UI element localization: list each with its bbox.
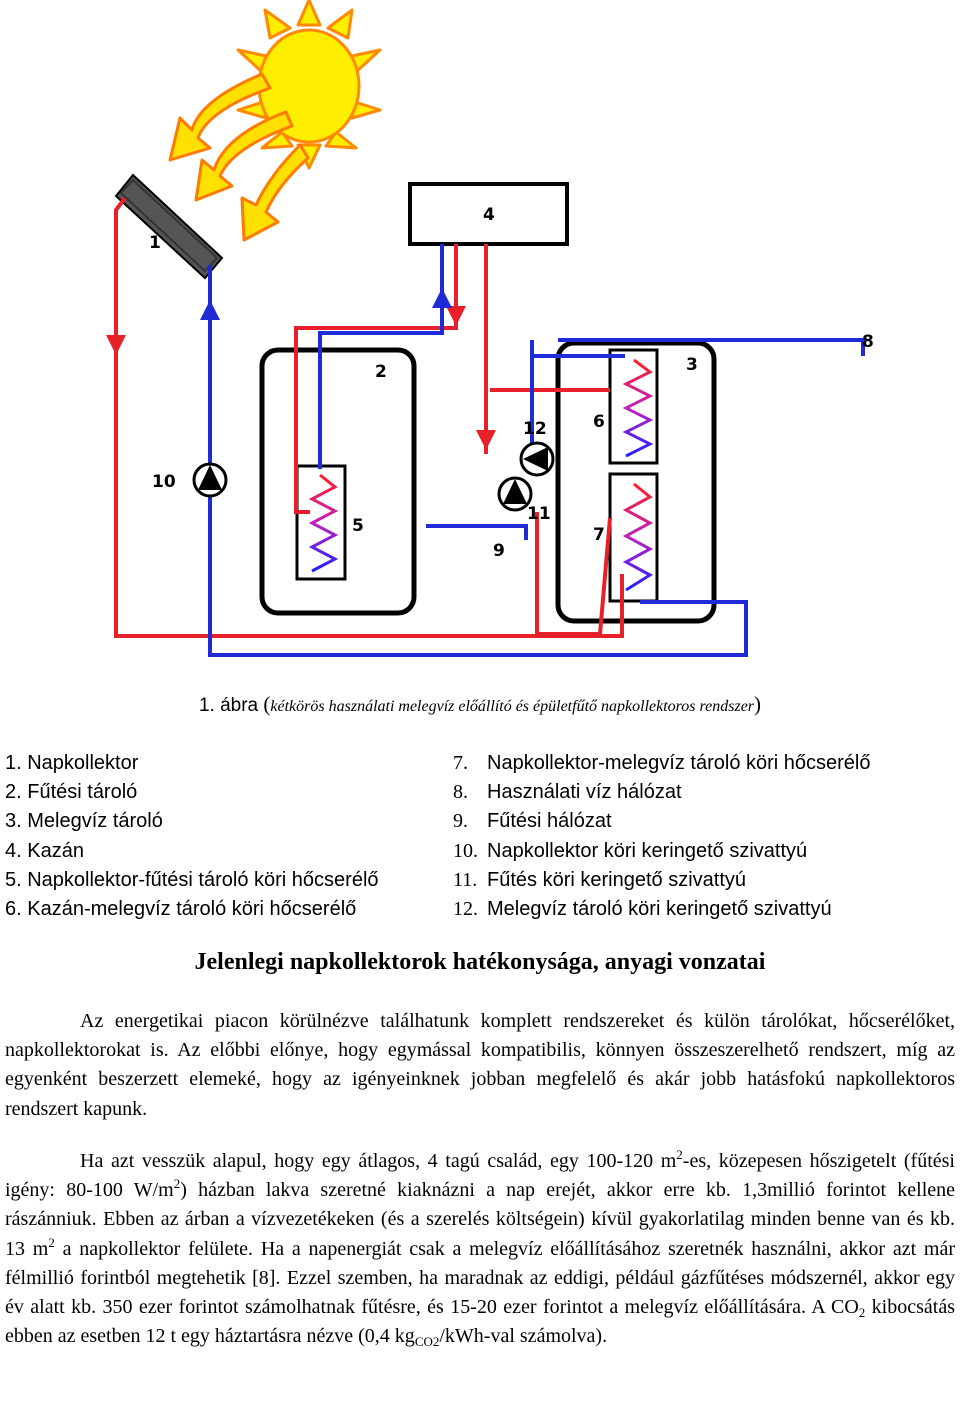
label-5: 5: [352, 516, 364, 536]
diagram-labels: 1 2 3 4 5 6 7 8 9 10 11 12: [149, 205, 874, 561]
legend-item-5: 5. Napkollektor-fűtési tároló köri hőcse…: [5, 868, 379, 891]
solar-system-diagram: 1 2 3 4 5 6 7 8 9 10 11 12: [106, 0, 874, 657]
paragraph-1-text: Az energetikai piacon körülnézve találha…: [5, 1010, 955, 1120]
legend-item-8: 8. Használati víz hálózat: [453, 778, 871, 807]
legend-number: 7.: [453, 752, 468, 774]
legend-item-1: 1. Napkollektor: [5, 752, 139, 774]
legend-number: 10.: [453, 839, 478, 862]
sun-rays: [168, 72, 310, 242]
legend-number: 9.: [453, 810, 468, 833]
caption-close-paren: ): [754, 692, 762, 716]
caption-text: kétkörös használati melegvíz előállító é…: [270, 698, 755, 715]
label-7: 7: [593, 525, 605, 545]
label-2: 2: [375, 362, 387, 382]
legend-right: 7. Napkollektor-melegvíz tároló köri hőcs…: [453, 749, 871, 924]
paragraph-2-text: Ha azt vesszük alapul, hogy egy átlagos,…: [5, 1147, 956, 1350]
figure-caption: 1. ábra (kétkörös használati melegvíz el…: [0, 692, 960, 717]
pump-10-icon: [192, 462, 228, 498]
legend-left: 1. Napkollektor 2. Fűtési tároló 3. Mele…: [5, 749, 379, 924]
paragraph-1: Az energetikai piacon körülnézve találha…: [5, 1007, 955, 1124]
caption-number: 1. ábra: [198, 695, 259, 716]
hot-pipes: [106, 196, 624, 638]
label-12: 12: [523, 419, 547, 439]
label-6: 6: [593, 412, 605, 432]
legend-text: Fűtés köri keringető szivattyú: [487, 868, 746, 891]
cold-pipes: [200, 244, 865, 657]
heat-exchanger-5: [295, 464, 347, 581]
legend-item-6: 6. Kazán-melegvíz tároló köri hőcserélő: [5, 898, 357, 921]
legend-item-12: 12. Melegvíz tároló köri keringető szivat…: [453, 895, 871, 924]
label-8: 8: [862, 332, 874, 352]
heat-exchanger-7: [608, 472, 659, 603]
label-11: 11: [527, 504, 551, 524]
legend-text: Használati víz hálózat: [487, 781, 682, 804]
legend-text: Napkollektor-melegvíz tároló köri hőcser…: [487, 752, 871, 774]
label-9: 9: [493, 541, 505, 561]
pump-12-icon: [519, 441, 555, 477]
section-heading: Jelenlegi napkollektorok hatékonysága, a…: [194, 949, 766, 975]
legend-number: 11.: [453, 868, 478, 891]
legend-item-4: 4. Kazán: [5, 839, 84, 862]
legend-text: Melegvíz tároló köri keringető szivattyú: [487, 898, 832, 921]
boiler-box: [408, 182, 569, 246]
legend-text: Fűtési hálózat: [487, 810, 612, 833]
label-1: 1: [149, 233, 161, 253]
legend-text: Napkollektor köri keringető szivattyú: [487, 839, 808, 862]
legend-number: 8.: [453, 781, 468, 804]
label-4: 4: [483, 205, 495, 225]
label-3: 3: [686, 355, 698, 375]
legend-number: 12.: [453, 898, 478, 921]
pump-11-icon: [497, 476, 533, 512]
legend-item-9: 9. Fűtési hálózat: [453, 807, 871, 836]
heat-exchanger-6: [608, 348, 659, 465]
legend-item-3: 3. Melegvíz tároló: [5, 810, 163, 833]
caption-open-paren: (: [263, 692, 271, 716]
solar-collector-panel: [114, 173, 224, 280]
legend-item-7: 7. Napkollektor-melegvíz tároló köri hőcs…: [453, 749, 871, 778]
legend-item-10: 10. Napkollektor köri keringető szivattyú: [453, 837, 871, 866]
legend-item-11: 11. Fűtés köri keringető szivattyú: [453, 866, 871, 895]
label-10: 10: [152, 472, 176, 492]
paragraph-2: Ha azt vesszük alapul, hogy egy átlagos,…: [5, 1147, 955, 1351]
legend-item-2: 2. Fűtési tároló: [5, 781, 138, 804]
